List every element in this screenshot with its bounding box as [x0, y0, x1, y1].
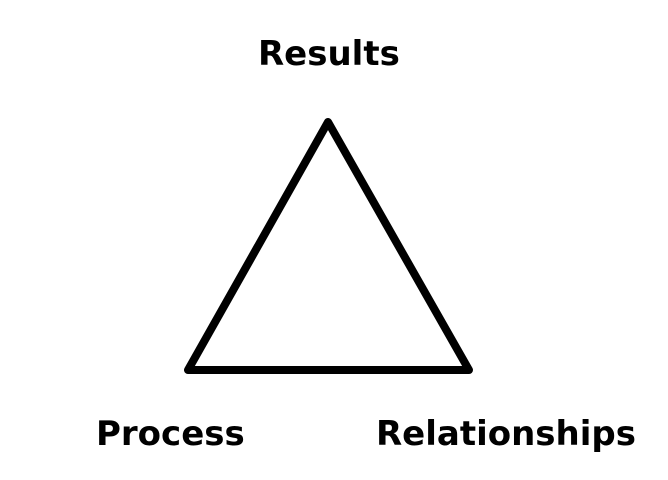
- triangle-outline: [184, 118, 473, 374]
- relationships-label: Relationships: [376, 414, 636, 454]
- results-label: Results: [258, 34, 400, 74]
- process-label: Process: [96, 414, 245, 454]
